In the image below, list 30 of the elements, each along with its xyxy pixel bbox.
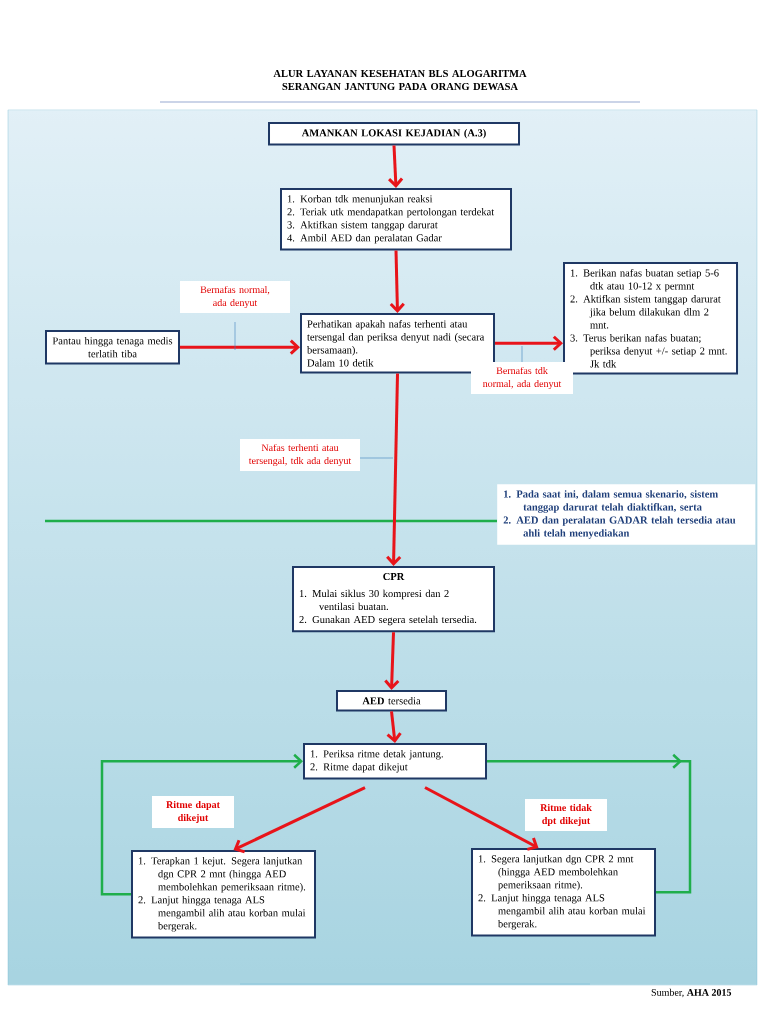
node-label: 1. Pada saat ini, dalam semua skenario, sistem tanggap darurat telah diaktifkan, serta (504, 490, 718, 513)
edge-label: Nafas terhenti atau tersengal, tdk ada denyut (240, 438, 360, 472)
process-box: 1. Korban tdk menunjukan reaksi 2. Teriak utk mendapatkan pertolongan terdekat 3. Aktifkan sistem tanggap darurat 4. Ambil AED dan peralatan Gadar (280, 188, 512, 251)
arrow (424, 786, 539, 851)
arrow (388, 145, 404, 188)
process-box: CPR 1. Mulai siklus 30 kompresi dan 2 ventilasi buatan. 2. Gunakan AED segera setelah tersedia. (292, 566, 495, 633)
edge-label: Ritme dapat dikejut (152, 796, 234, 829)
process-box: AMANKAN LOKASI KEJADIAN (A.3) (268, 122, 520, 146)
arrow (386, 373, 402, 566)
arrow (233, 786, 366, 854)
arrow (495, 335, 563, 351)
process-box: AED tersedia (336, 690, 447, 712)
node-label: 2. AED dan peralatan GADAR telah tersedia atau ahli telah menyediakan (503, 516, 736, 539)
process-box: 1. Terapkan 1 kejut. Segera lanjutkan dgn CPR 2 mnt (hingga AED membolehkan pemeriksaan ritme). 2. Lanjut hingga tenaga ALS mengambil alih atau korban mulai bergerak. (131, 850, 316, 939)
source-note: Sumber, AHA 2015 (651, 988, 732, 998)
edge-label: Bernafas tdk normal, ada denyut (471, 361, 573, 395)
arrow (100, 753, 303, 896)
process-box: Perhatikan apakah nafas terhenti atau tersengal dan periksa denyut nadi (secara bersamaan). Dalam 10 detik (300, 313, 495, 374)
edge-label: Ritme tidak dpt dikejut (525, 799, 607, 832)
arrow (386, 711, 402, 743)
process-box: Pantau hingga tenaga medis terlatih tiba (45, 330, 180, 365)
process-box: 1. Berikan nafas buatan setiap 5-6 dtk atau 10-12 x permnt 2. Aktifkan sistem tanggap darurat jika belum dilakukan dlm 2 mnt. 3. Terus berikan nafas buatan; periksa denyut +/- setiap 2 mnt. Jk tdk (563, 262, 738, 375)
arrow (389, 250, 405, 313)
note-box: 1. Pada saat ini, dalam semua skenario, sistem tanggap darurat telah diaktifkan, serta 2. AED dan peralatan GADAR telah tersedia atau ahli telah menyediakan (497, 484, 756, 545)
arrow (180, 339, 300, 355)
process-box: 1. Segera lanjutkan dgn CPR 2 mnt (hingga AED membolehkan pemeriksaan ritme). 2. Lanjut hingga tenaga ALS mengambil alih atau korban mulai bergerak. (471, 848, 656, 937)
process-box: 1. Periksa ritme detak jantung. 2. Ritme dapat dikejut (303, 743, 487, 780)
edge-label: Bernafas normal, ada denyut (180, 280, 290, 314)
arrow (384, 632, 400, 690)
title: ALUR LAYANAN KESEHATAN BLS ALOGARITMA SERANGAN JANTUNG PADA ORANG DEWASA (273, 69, 527, 91)
